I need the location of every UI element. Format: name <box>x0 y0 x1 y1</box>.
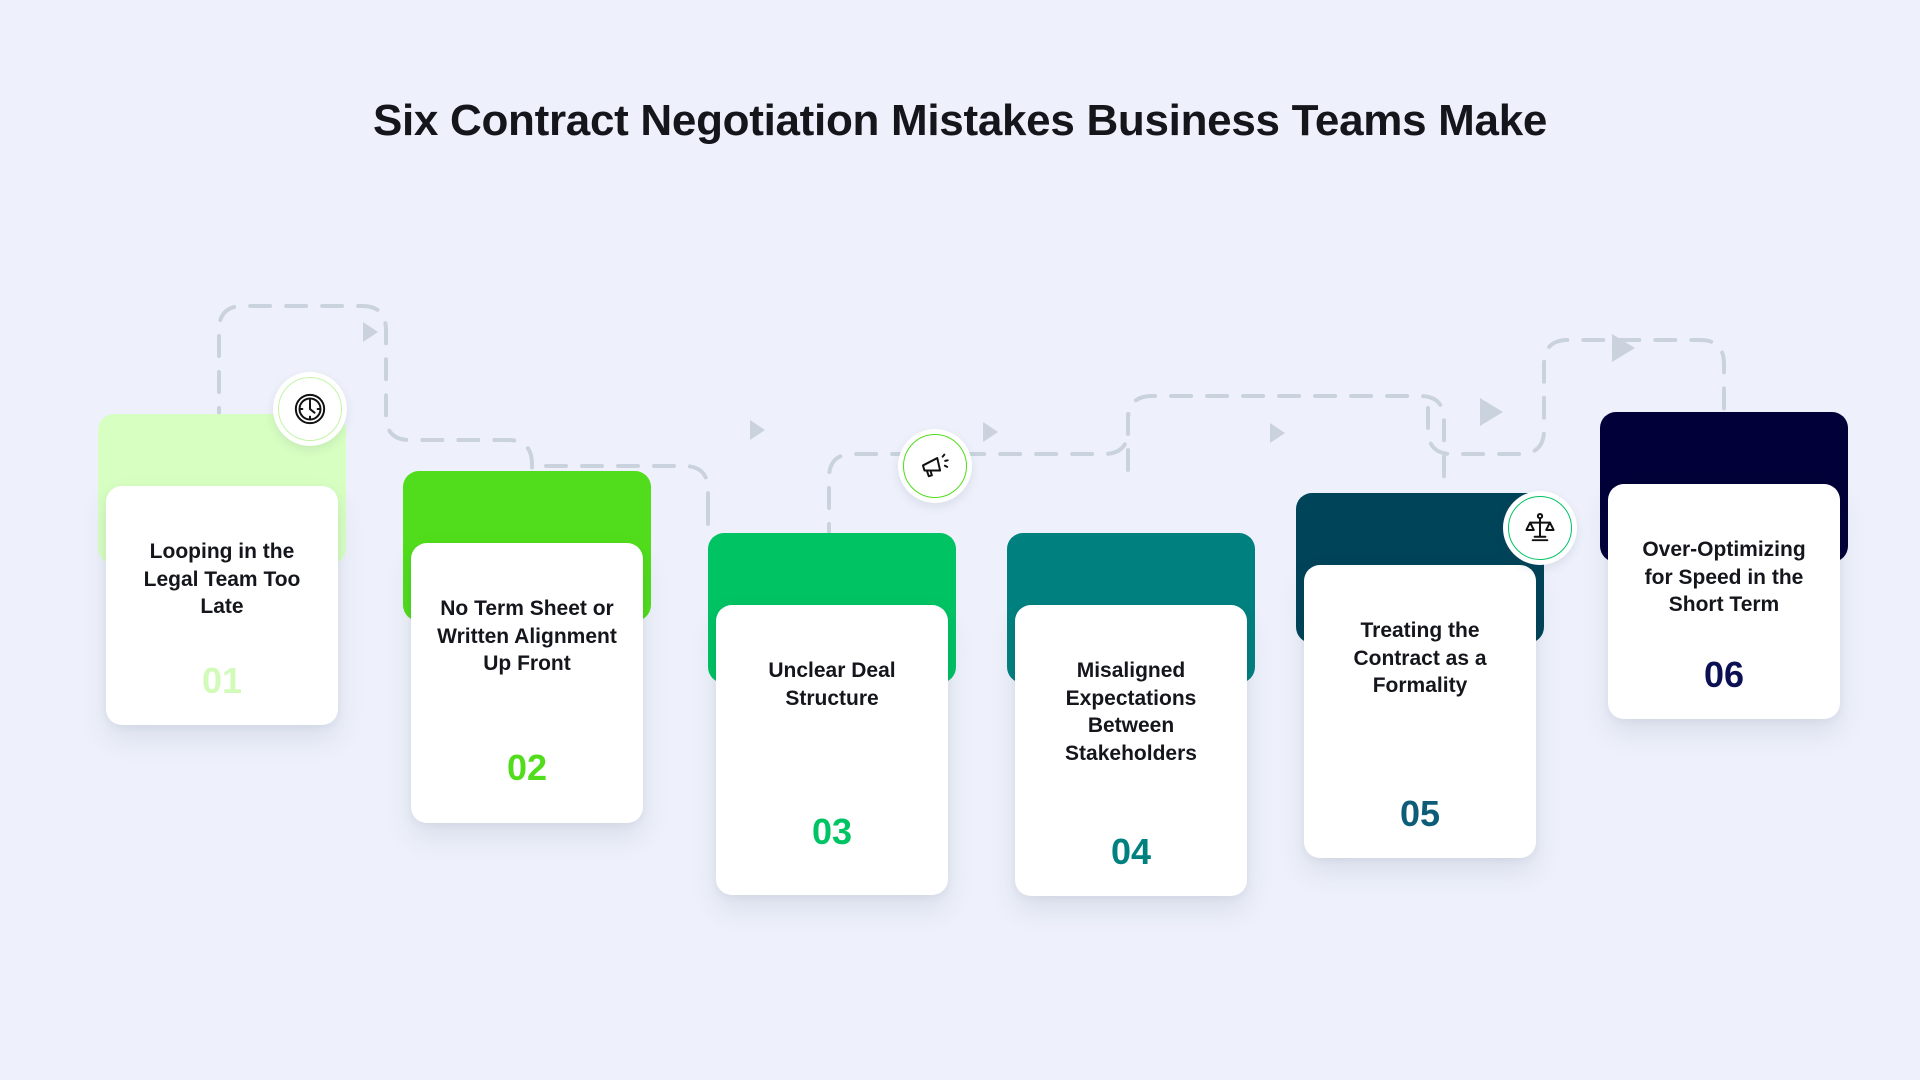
card-panel: Looping in the Legal Team Too Late 01 <box>106 486 338 726</box>
card-panel: No Term Sheet or Written Alignment Up Fr… <box>411 543 643 823</box>
step-icon-badge <box>273 372 347 446</box>
card-panel: Treating the Contract as a Formality 05 <box>1304 565 1536 859</box>
scales-icon <box>1525 512 1555 542</box>
step-label: No Term Sheet or Written Alignment Up Fr… <box>437 597 617 676</box>
step-label: Treating the Contract as a Formality <box>1353 619 1487 698</box>
step-label: Looping in the Legal Team Too Late <box>143 540 301 619</box>
megaphone-icon <box>921 453 949 478</box>
card-panel: Over-Optimizing for Speed in the Short T… <box>1608 484 1840 720</box>
badge-ring <box>1508 496 1572 560</box>
step-label: Unclear Deal Structure <box>768 659 896 710</box>
clock-icon <box>294 393 326 425</box>
step-label: Over-Optimizing for Speed in the Short T… <box>1642 538 1806 617</box>
step-number: 01 <box>201 660 243 702</box>
step-icon-badge <box>898 429 972 503</box>
page-title: Six Contract Negotiation Mistakes Busine… <box>372 96 1548 145</box>
step-icon-badge <box>1503 491 1577 565</box>
step-number: 02 <box>506 747 548 789</box>
step-number: 03 <box>811 811 853 853</box>
card-panel: Misaligned Expectations Between Stakehol… <box>1015 605 1247 896</box>
step-number: 05 <box>1399 793 1441 835</box>
step-label: Misaligned Expectations Between Stakehol… <box>1065 659 1197 766</box>
card-panel: Unclear Deal Structure 03 <box>716 605 948 895</box>
step-number: 06 <box>1703 654 1745 696</box>
step-number: 04 <box>1110 830 1152 872</box>
